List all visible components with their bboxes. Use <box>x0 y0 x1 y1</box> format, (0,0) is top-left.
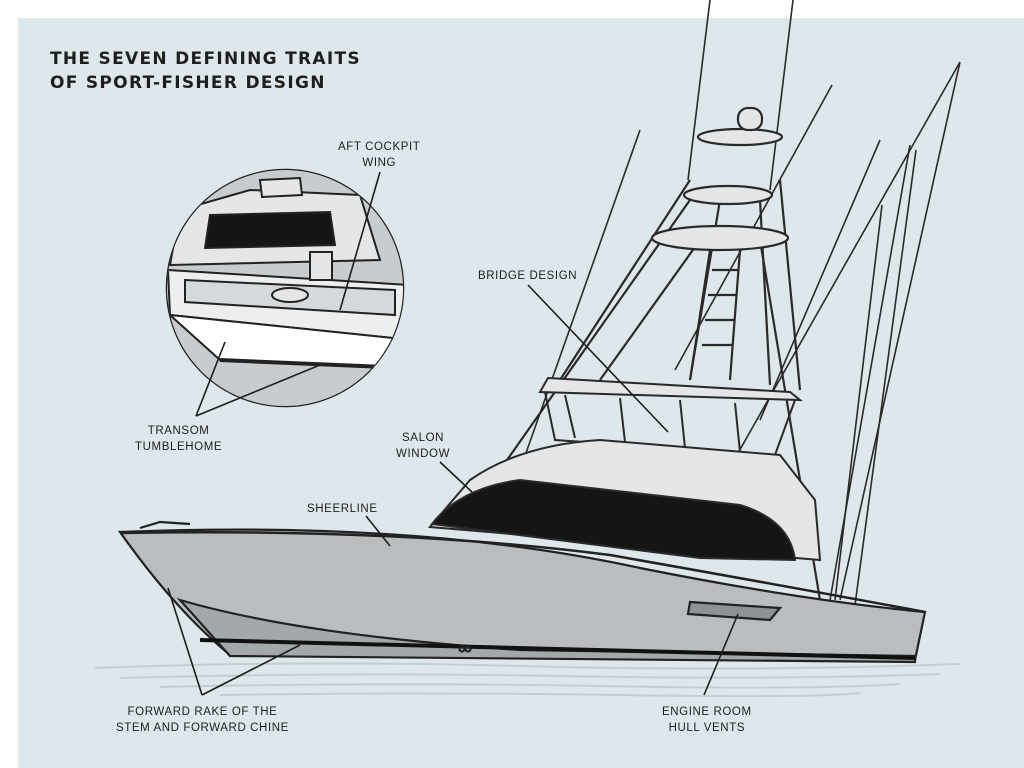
hull <box>117 520 927 664</box>
callout-transom-line-1: TRANSOM <box>147 425 210 437</box>
callout-engine-vents-line-1: ENGINE ROOM <box>662 706 752 718</box>
callout-transom-tumblehome: TRANSOM TUMBLEHOME <box>135 423 222 455</box>
callout-bridge-design-line-1: BRIDGE DESIGN <box>478 270 578 282</box>
callout-bridge-design: BRIDGE DESIGN <box>478 268 577 284</box>
callout-sheerline: SHEERLINE <box>307 501 378 517</box>
callout-forward-rake-line-1: FORWARD RAKE OF THE <box>127 706 278 718</box>
tuna-tower <box>499 106 822 601</box>
callout-engine-room-vents: ENGINE ROOM HULL VENTS <box>662 704 752 736</box>
callout-forward-rake: FORWARD RAKE OF THE STEM AND FORWARD CHI… <box>116 704 289 736</box>
callout-forward-rake-line-2: STEM AND FORWARD CHINE <box>116 722 289 734</box>
aft-cockpit-inset <box>165 168 405 408</box>
callout-aft-cockpit-line-1: AFT COCKPIT <box>338 141 421 153</box>
salon-house <box>427 438 822 562</box>
callout-engine-vents-line-2: HULL VENTS <box>668 722 746 734</box>
callout-sheerline-line-1: SHEERLINE <box>307 503 378 515</box>
callout-salon-window-line-1: SALON <box>402 432 445 444</box>
callout-transom-line-2: TUMBLEHOME <box>135 441 223 453</box>
water-reflection <box>94 662 961 698</box>
callout-aft-cockpit-wing: AFT COCKPIT WING <box>338 139 420 171</box>
title-line-1: THE SEVEN DEFINING TRAITS <box>50 49 361 69</box>
callout-salon-window: SALON WINDOW <box>396 430 450 462</box>
callout-leader-lines <box>167 171 739 696</box>
title-line-2: OF SPORT-FISHER DESIGN <box>50 73 326 93</box>
callout-salon-window-line-2: WINDOW <box>396 448 451 460</box>
callout-aft-cockpit-line-2: WING <box>362 157 397 169</box>
page-title: THE SEVEN DEFINING TRAITS OF SPORT-FISHE… <box>50 47 361 95</box>
